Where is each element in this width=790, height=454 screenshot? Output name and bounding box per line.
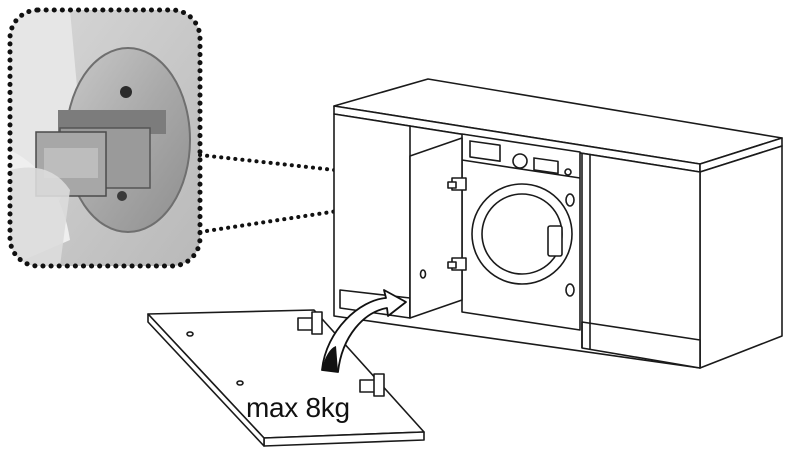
curved-arrow-icon	[321, 289, 407, 373]
zoom-pointer-upper	[198, 153, 462, 186]
panel-hinge-upper	[297, 311, 323, 335]
hinge-closeup-photo	[10, 10, 200, 266]
loose-door-panel	[147, 309, 425, 447]
open-cabinet-door	[409, 137, 467, 319]
zoom-callout-border	[7, 7, 203, 269]
kitchen-cabinet	[333, 78, 783, 369]
panel-hinge-lower	[359, 373, 385, 397]
max-weight-label: max 8kg	[246, 392, 350, 423]
